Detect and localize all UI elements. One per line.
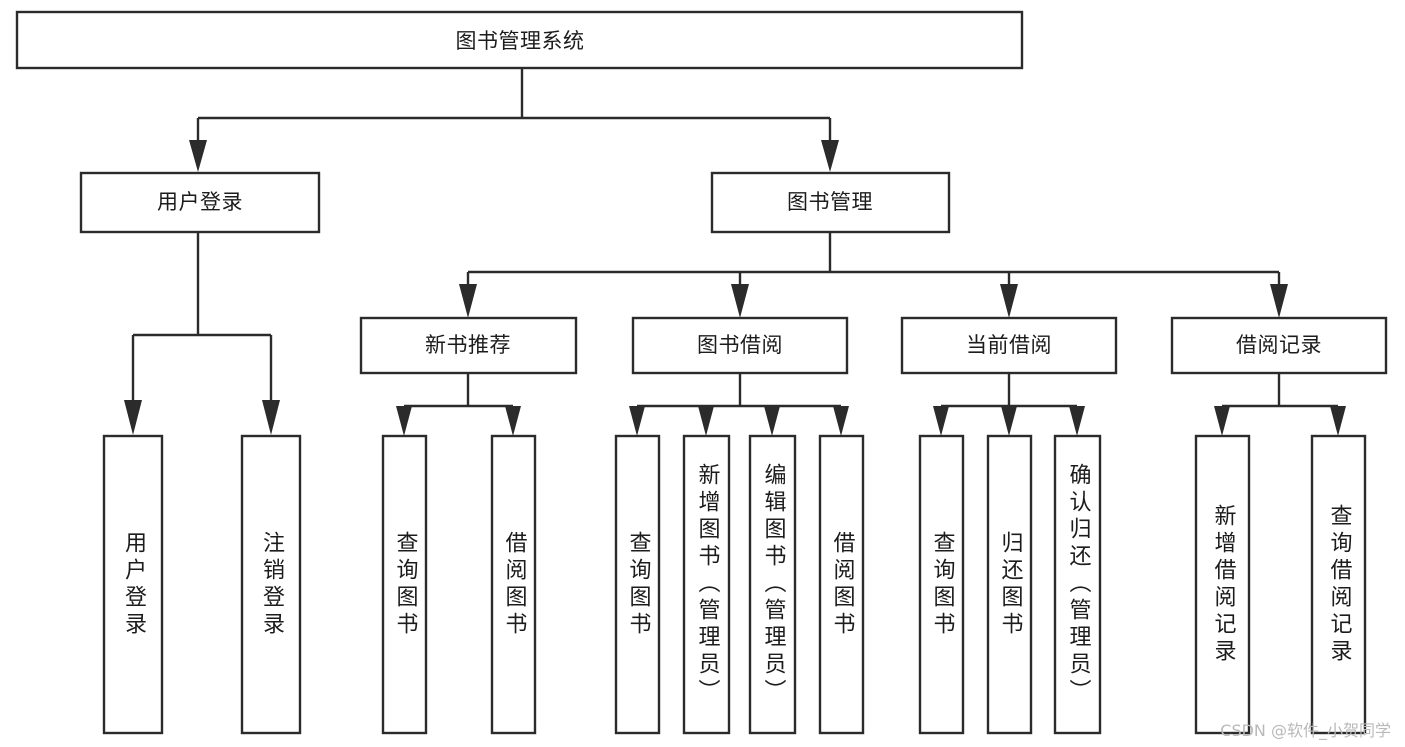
arrow-leaf-11 [1069, 406, 1085, 436]
node-label-book-manage: 图书管理 [787, 190, 873, 214]
node-label-root: 图书管理系统 [456, 29, 585, 53]
arrow-to-borrow-record [1270, 284, 1288, 318]
node-label-user-login: 用户登录 [157, 190, 243, 214]
arrow-leaf-4 [505, 406, 521, 436]
connector-layer [124, 68, 1346, 436]
node-label-borrow-record: 借阅记录 [1236, 333, 1322, 357]
leaf-box-7[interactable] [748, 434, 797, 735]
leaf-box-5[interactable] [614, 434, 661, 735]
leaf-box-13[interactable] [1310, 434, 1367, 735]
leaf-box-10[interactable] [986, 434, 1033, 735]
arrow-leaf-2 [262, 400, 280, 435]
node-box-user-login[interactable] [79, 171, 321, 234]
arrow-leaf-7 [764, 406, 780, 436]
leaf-box-12[interactable] [1194, 434, 1251, 735]
node-label-new-book-rec: 新书推荐 [425, 333, 511, 357]
node-box-borrow-record[interactable] [1170, 316, 1388, 375]
node-box-new-book-rec[interactable] [359, 316, 578, 375]
arrow-leaf-6 [698, 406, 714, 436]
arrow-to-new-book-rec [459, 284, 477, 318]
leaf-box-8[interactable] [818, 434, 865, 735]
arrow-leaf-12 [1214, 406, 1230, 436]
arrow-leaf-13 [1330, 406, 1346, 436]
leaf-box-9[interactable] [918, 434, 965, 735]
node-box-current-borrow[interactable] [900, 316, 1118, 375]
leaf-box-6[interactable] [682, 434, 731, 735]
arrow-leaf-9 [933, 406, 949, 436]
leaf-box-4[interactable] [490, 434, 537, 735]
arrow-to-current-borrow [1000, 284, 1018, 318]
arrow-leaf-3 [396, 406, 412, 436]
leaf-box-3[interactable] [381, 434, 428, 735]
leaf-box-11[interactable] [1053, 434, 1102, 735]
node-box-book-borrow[interactable] [631, 316, 849, 375]
node-box-root[interactable] [15, 10, 1024, 70]
arrow-leaf-5 [629, 406, 645, 436]
arrow-to-book-manage [821, 140, 839, 172]
arrow-to-book-borrow [731, 284, 749, 318]
node-layer: 图书管理系统 用户登录 图书管理 新书推荐 图书借阅 当前借阅 借阅记录 [15, 10, 1388, 735]
leaf-box-1[interactable] [102, 434, 164, 735]
arrow-leaf-1 [124, 400, 142, 435]
leaf-box-2[interactable] [240, 434, 302, 735]
arrow-leaf-10 [1001, 406, 1017, 436]
node-label-current-borrow: 当前借阅 [966, 333, 1052, 357]
node-box-book-manage[interactable] [710, 171, 951, 234]
arrow-to-user-login [189, 140, 207, 172]
node-label-book-borrow: 图书借阅 [697, 333, 783, 357]
arrow-leaf-8 [833, 406, 849, 436]
